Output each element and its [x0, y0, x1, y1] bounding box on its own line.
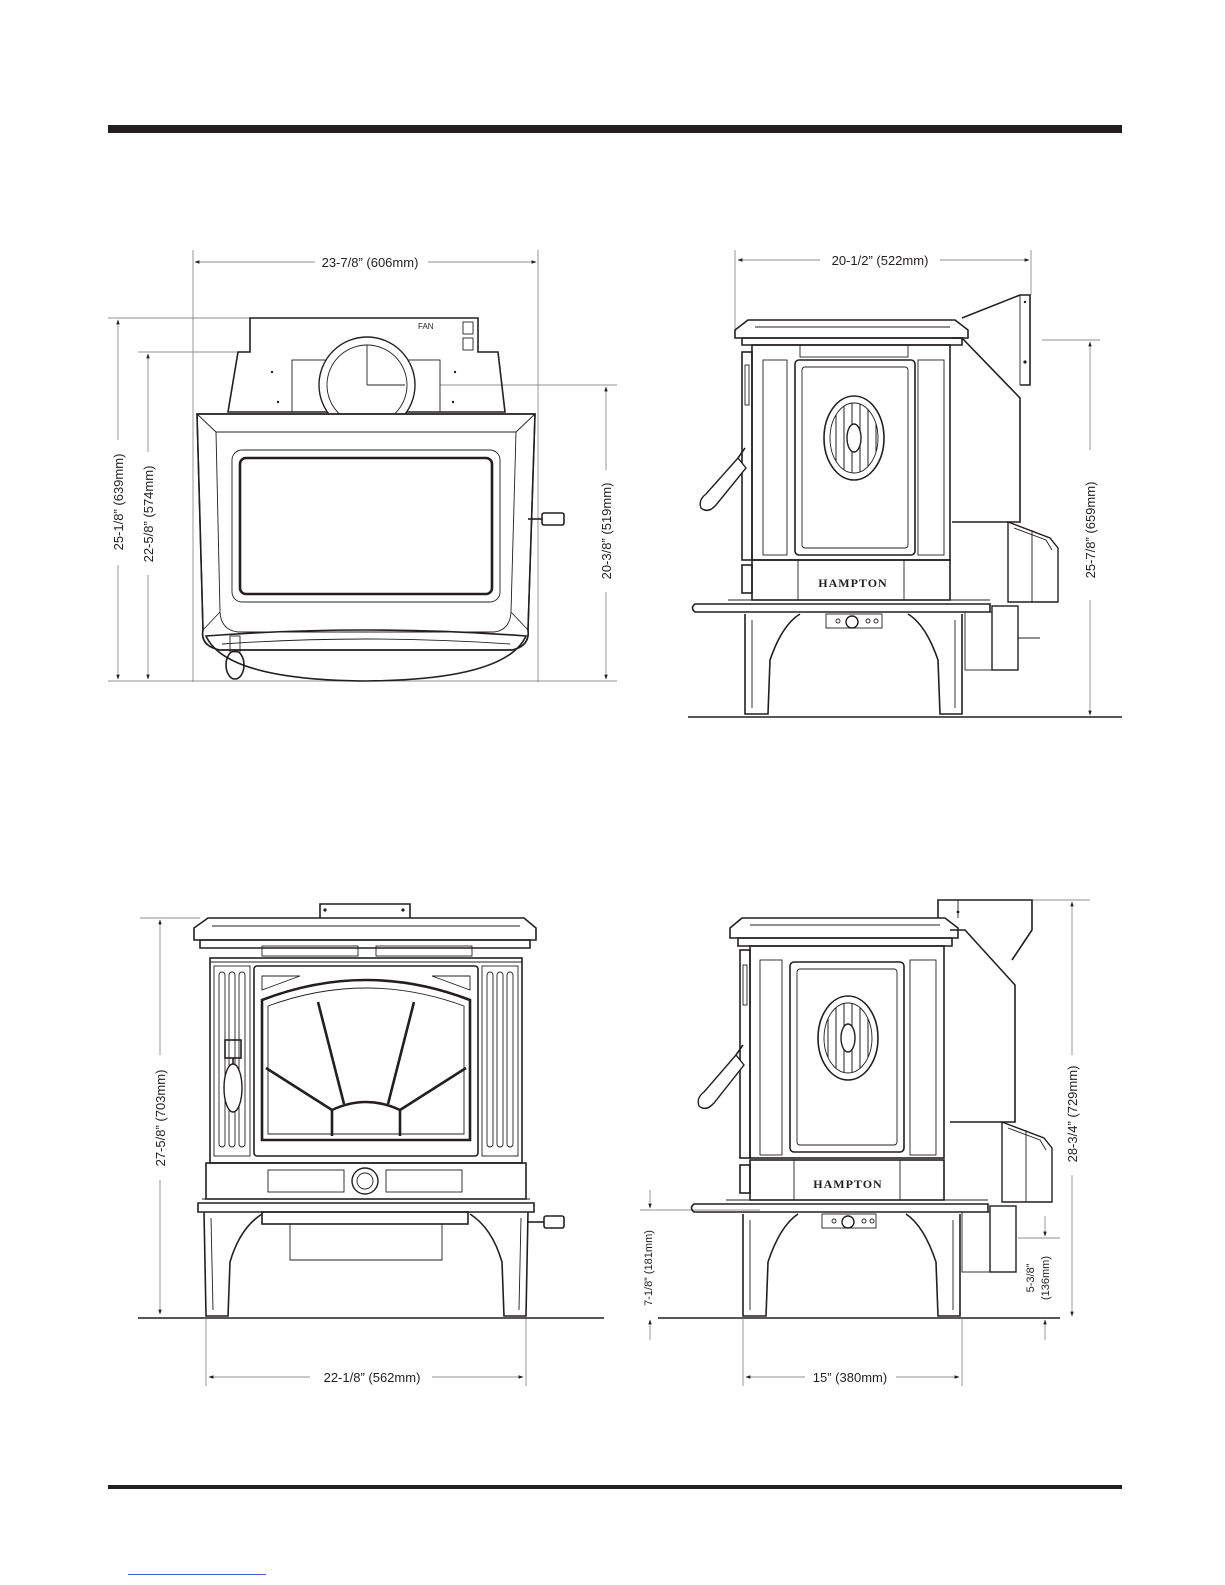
top-depth-overall-label: 25-1/8” (639mm) — [111, 454, 126, 551]
side-lower-leg-depth-label: 15” (380mm) — [813, 1370, 887, 1385]
top-flue-center-label: 20-3/8” (519mm) — [599, 483, 614, 580]
side-lower-intake-height-label-2: (136mm) — [1040, 1256, 1052, 1300]
side-lower-height-label: 28-3/4” (729mm) — [1065, 1066, 1080, 1163]
top-view: 23-7/8” (606mm) 25-1/8” (639mm) 22-5/8” … — [108, 250, 617, 682]
side-upper-depth-label: 20-1/2” (522mm) — [832, 253, 929, 268]
top-depth-body-label: 22-5/8” (574mm) — [141, 466, 156, 563]
side-view-lower: 7-1/8” (181mm) 28-3/4” (729mm) 15” (380m… — [640, 900, 1090, 1386]
side-lower-hearth-height-label: 7-1/8” (181mm) — [643, 1230, 655, 1306]
fan-label: FAN — [418, 322, 434, 331]
side-upper-flue-height-label: 25-7/8” (659mm) — [1083, 482, 1098, 579]
side-lower-brand-logo: HAMPTON — [813, 1177, 882, 1191]
side-view-upper: 20-1/2” (522mm) 25-7/8” (659mm) — [688, 250, 1122, 717]
front-view: 27-5/8” (703mm) 22-1/8” (562mm) — [138, 904, 604, 1386]
top-width-label: 23-7/8” (606mm) — [322, 255, 419, 270]
side-lower-intake-height-label-1: 5-3/8” — [1025, 1263, 1037, 1292]
front-leg-width-label: 22-1/8” (562mm) — [324, 1370, 421, 1385]
front-height-label: 27-5/8” (703mm) — [153, 1070, 168, 1167]
side-upper-brand-logo: HAMPTON — [818, 576, 887, 590]
